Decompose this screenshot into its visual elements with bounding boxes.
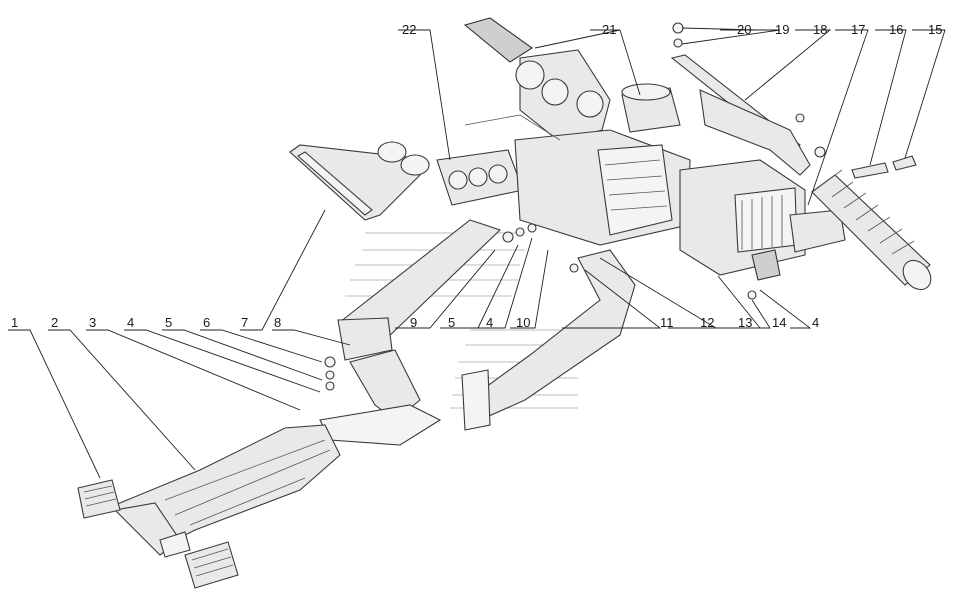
callout-10: 10	[516, 315, 530, 330]
lower-duct-part	[461, 249, 636, 431]
callout-2: 2	[51, 315, 58, 330]
callout-8: 8	[274, 315, 281, 330]
floor-duct-part	[113, 424, 341, 558]
callout-4-left: 4	[127, 315, 134, 330]
callout-12: 12	[700, 315, 714, 330]
blower-housing-part	[463, 17, 611, 143]
callout-15: 15	[928, 22, 942, 37]
callout-6: 6	[203, 315, 210, 330]
callout-20: 20	[737, 22, 751, 37]
callout-9: 9	[410, 315, 417, 330]
callout-5-left: 5	[165, 315, 172, 330]
callout-22: 22	[402, 22, 416, 37]
callout-1: 1	[11, 315, 18, 330]
callout-21: 21	[602, 22, 616, 37]
bottom-grille-part	[184, 541, 239, 589]
callout-18: 18	[813, 22, 827, 37]
callout-7: 7	[241, 315, 248, 330]
fasteners-part	[324, 223, 757, 391]
callout-labels: 1 2 3 4 5 6 7 8 9 5 4 10 11 12 13 14 4 1…	[11, 22, 942, 330]
callout-4-right: 4	[812, 315, 819, 330]
pins-part	[851, 155, 917, 179]
callout-11: 11	[660, 315, 674, 330]
radiator-box-part	[679, 159, 846, 281]
callout-19: 19	[775, 22, 789, 37]
callout-13: 13	[738, 315, 752, 330]
callout-14: 14	[772, 315, 786, 330]
vent-grille-part	[77, 479, 121, 519]
callout-5-mid: 5	[448, 315, 455, 330]
callout-17: 17	[851, 22, 865, 37]
callout-4-mid: 4	[486, 315, 493, 330]
leader-lines	[8, 27, 946, 479]
connecting-duct-part	[319, 219, 502, 446]
bracket-strip-part	[670, 22, 826, 176]
callout-16: 16	[889, 22, 903, 37]
callout-3: 3	[89, 315, 96, 330]
corrugated-hose-part	[811, 169, 932, 291]
upper-duct-part	[289, 141, 430, 221]
control-panel-part	[436, 149, 524, 206]
heater-body-part	[464, 114, 691, 246]
cylinder-part	[621, 83, 681, 133]
